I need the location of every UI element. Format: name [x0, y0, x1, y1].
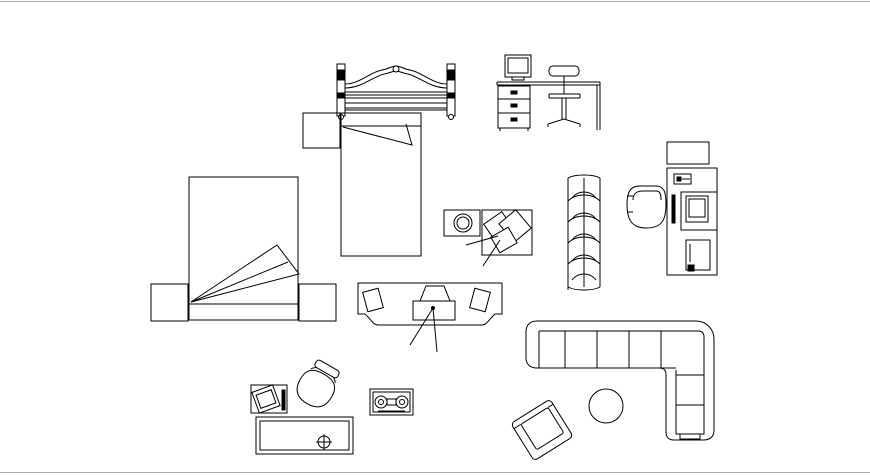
nightstand-right — [298, 283, 337, 322]
round-coffee-table — [588, 388, 624, 424]
single-bed — [340, 112, 422, 257]
double-bed — [188, 176, 300, 321]
cassette-player — [369, 388, 414, 416]
study-desk-set — [250, 359, 354, 455]
bed-headboard-elevation — [336, 63, 456, 120]
office-desk-set — [626, 141, 718, 276]
armchair — [511, 400, 573, 460]
desk-elevation — [496, 54, 601, 131]
nightstand-left — [150, 283, 189, 322]
dressing-table — [357, 282, 503, 353]
side-table-with-lamp — [443, 209, 533, 267]
l-shaped-sofa — [525, 320, 715, 441]
nightstand — [302, 112, 341, 149]
curtain-panel — [567, 174, 601, 291]
